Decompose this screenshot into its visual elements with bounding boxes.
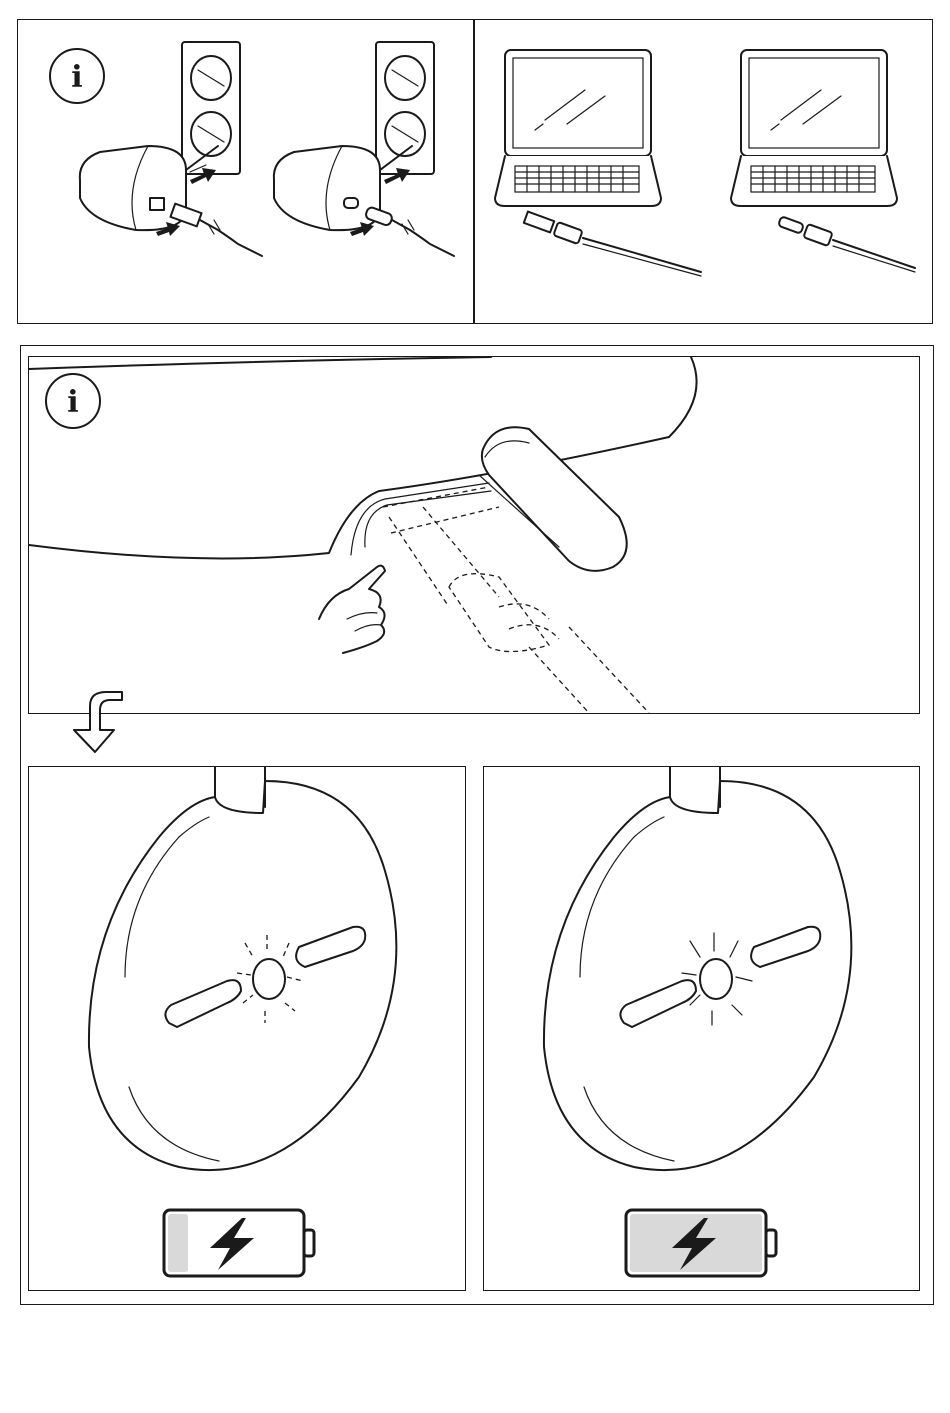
info-glyph: i bbox=[71, 60, 82, 95]
info-glyph-step-one: i bbox=[67, 385, 78, 420]
usb-a-plug bbox=[170, 204, 262, 256]
wall-outlet-2 bbox=[376, 42, 434, 174]
wall-outlet bbox=[182, 42, 240, 174]
laptop-usb-a bbox=[495, 50, 701, 276]
plug-in-cable-illustration: i bbox=[29, 357, 919, 713]
battery-level-fill bbox=[168, 1214, 188, 1272]
battery-charging-icon bbox=[160, 1206, 320, 1280]
info-icon: i bbox=[50, 49, 104, 103]
wall-adapter-illustration: i bbox=[18, 20, 472, 323]
battery-full-icon bbox=[622, 1206, 782, 1280]
laptop-illustration bbox=[475, 20, 931, 323]
usb-c-plug bbox=[365, 206, 454, 256]
laptop-usb-c bbox=[731, 50, 915, 272]
down-arrow-icon bbox=[66, 688, 130, 756]
info-icon-step-one: i bbox=[46, 374, 100, 428]
pointing-hand-icon bbox=[319, 566, 385, 653]
step-one-frame: i bbox=[28, 356, 920, 714]
